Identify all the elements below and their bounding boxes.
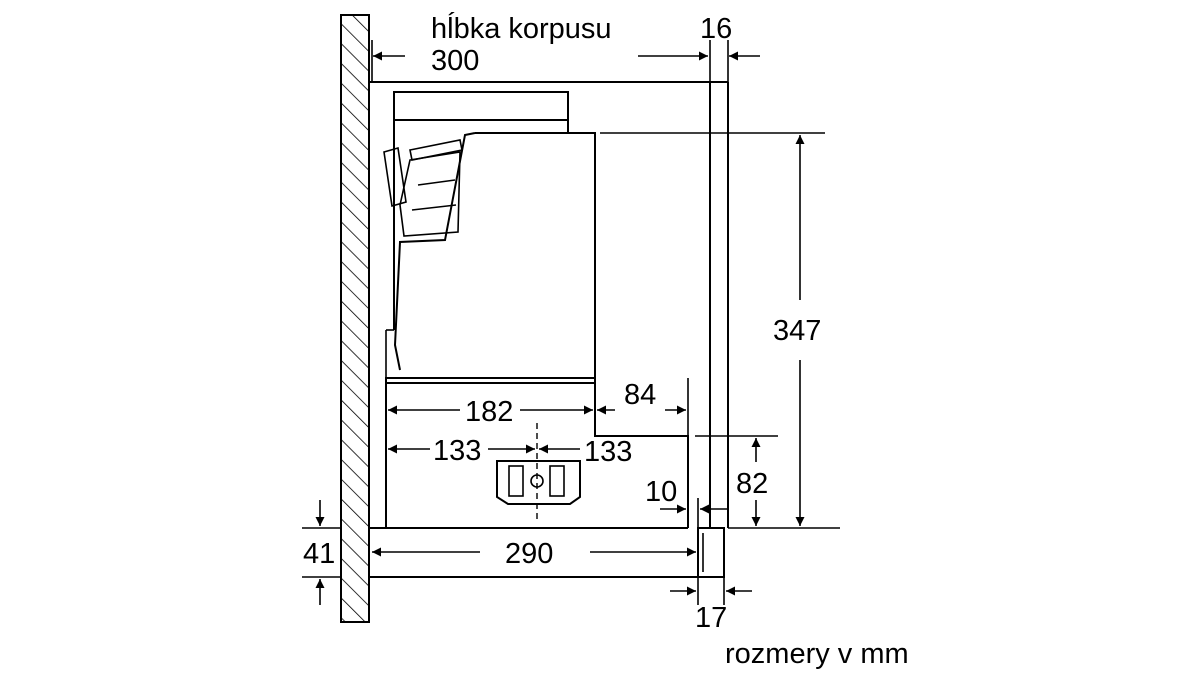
label-depth-value: 300	[431, 45, 479, 77]
label-dim-133-left: 133	[433, 435, 481, 467]
label-dim-133-right: 133	[584, 436, 632, 468]
dim-17	[670, 577, 752, 605]
label-dim-84: 84	[624, 379, 656, 411]
front-panel	[697, 527, 725, 578]
label-depth-title: hĺbka korpusu	[431, 11, 612, 45]
label-height-total: 347	[773, 315, 821, 347]
dim-10	[660, 498, 728, 528]
label-units: rozmery v mm	[725, 638, 909, 670]
label-dim-290: 290	[505, 538, 553, 570]
label-dim-82: 82	[736, 468, 768, 500]
dim-top-16	[709, 40, 760, 82]
label-dim-17: 17	[695, 602, 727, 634]
dim-height-347	[600, 132, 840, 529]
dim-82	[695, 435, 778, 526]
dim-84	[597, 378, 689, 436]
dim-depth-300	[371, 40, 708, 82]
wall-hatched	[340, 14, 370, 623]
label-top-panel: 16	[700, 13, 732, 45]
dim-41	[302, 500, 341, 605]
label-dim-10: 10	[645, 476, 677, 508]
label-dim-182: 182	[465, 396, 513, 428]
hood-unit	[383, 91, 689, 529]
cabinet-outline	[369, 81, 729, 578]
label-dim-41: 41	[303, 538, 335, 570]
connection-piece	[496, 423, 581, 522]
